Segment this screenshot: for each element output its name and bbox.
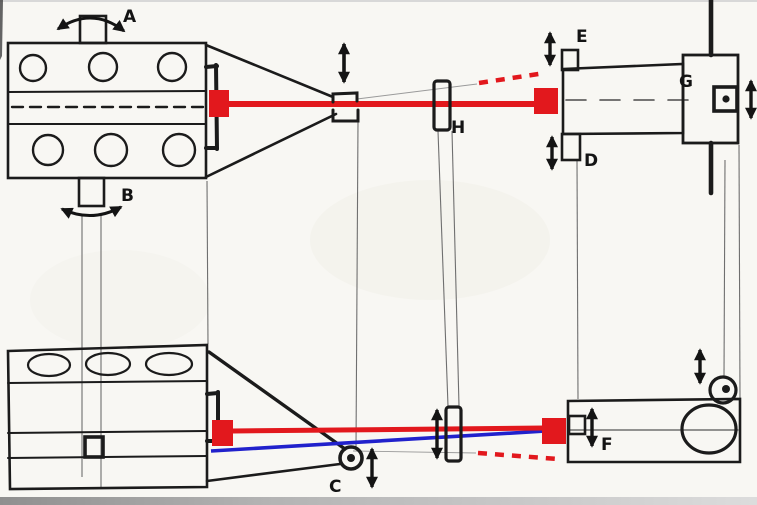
flange-d	[560, 132, 582, 162]
beam-source-block-bottom	[212, 420, 233, 446]
eyepiece-dot	[722, 95, 730, 103]
label-d: D	[584, 151, 598, 171]
receiver-tube-top-view	[560, 0, 740, 196]
deviated-beam-dashed-bottom	[477, 450, 559, 462]
label-h: H	[451, 118, 465, 138]
beam-source-block	[209, 90, 229, 117]
mount-square	[83, 435, 105, 459]
label-a: A	[123, 7, 137, 27]
laser-housing-top-view	[6, 14, 338, 208]
label-f: F	[601, 435, 613, 455]
bottom-scan-strip	[0, 497, 757, 505]
label-g: G	[679, 72, 693, 92]
notch-f	[567, 414, 587, 436]
beam-target-block-top	[534, 88, 558, 114]
lens-element	[331, 91, 360, 123]
paper-texture	[0, 0, 757, 350]
focus-wheel	[680, 403, 738, 455]
small-knob	[708, 375, 738, 405]
small-knob-dot	[722, 385, 730, 393]
label-c: C	[329, 477, 341, 497]
rotation-arrow-b	[60, 205, 123, 219]
flange-e	[560, 48, 580, 72]
laser-beam-bottom	[210, 420, 559, 462]
laser-beam-top	[209, 70, 546, 117]
axis-line-blue	[210, 429, 547, 453]
eyepiece-square	[712, 85, 739, 113]
adjuster-knob-b	[77, 176, 106, 208]
beam-target-block-bottom	[542, 418, 566, 444]
laser-housing-side-view	[6, 343, 347, 491]
rotation-arrow-a	[56, 16, 126, 33]
label-b: B	[121, 186, 134, 206]
label-e: E	[576, 27, 588, 47]
receiver-side-view	[566, 375, 742, 464]
beam-line-bottom	[232, 425, 545, 434]
left-edge-sliver	[0, 0, 3, 60]
pivot-c	[338, 445, 364, 471]
end-cap-g	[681, 53, 740, 145]
aperture-bracket-h	[432, 79, 452, 132]
deviated-beam-dashed	[478, 70, 546, 86]
aperture-bracket-bottom	[444, 405, 463, 463]
